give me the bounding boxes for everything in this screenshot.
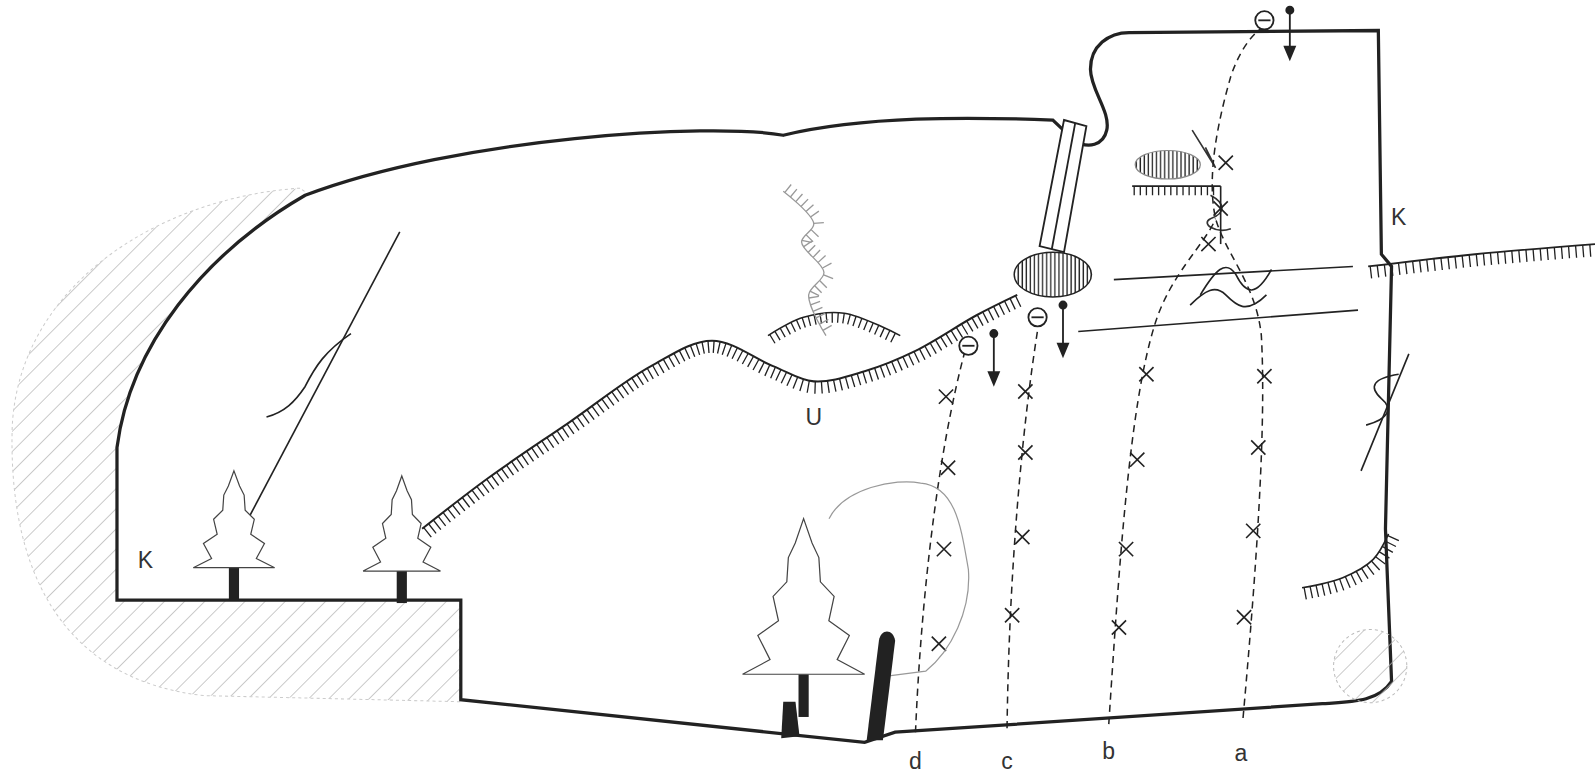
- x-mark: [1130, 453, 1144, 467]
- x-mark: [1119, 542, 1133, 556]
- trees: [193, 471, 864, 717]
- outcrop-outline: [117, 31, 1392, 743]
- trace-lines: [915, 26, 1264, 732]
- dip-arrow: [989, 7, 1295, 385]
- tree-crown: [193, 471, 274, 568]
- unit-label: K: [136, 548, 155, 573]
- dike: [1040, 120, 1087, 252]
- hachured-line: [1302, 534, 1388, 588]
- x-mark: [1237, 610, 1251, 624]
- hatched-area: [1334, 630, 1407, 703]
- x-mark: [1201, 237, 1215, 251]
- posts: [781, 632, 895, 741]
- x-mark: [1139, 367, 1153, 381]
- unit-label: U: [803, 404, 824, 429]
- x-mark: [1015, 530, 1029, 544]
- x-mark: [1112, 620, 1126, 634]
- x-mark: [937, 542, 951, 556]
- trace-label: b: [1100, 738, 1117, 763]
- x-mark: [1219, 156, 1233, 170]
- unit-label: K: [1389, 204, 1408, 229]
- x-mark: [939, 390, 953, 404]
- hachure-ticks: [770, 313, 896, 344]
- hachure-ticks: [785, 184, 833, 330]
- trace-label: c: [999, 748, 1015, 773]
- trace-label: d: [907, 748, 924, 773]
- striped-lens: [1014, 252, 1091, 297]
- x-mark: [1018, 384, 1032, 398]
- x-mark: [1257, 369, 1271, 383]
- boulder-outline: [829, 482, 969, 676]
- tree-trunk: [397, 571, 407, 603]
- tree-trunk: [799, 674, 809, 717]
- hachured-line: [1220, 186, 1222, 244]
- hachured-line: [422, 295, 1017, 529]
- tree-crown: [363, 476, 440, 571]
- trace-label: a: [1233, 740, 1250, 765]
- x-mark: [1251, 440, 1265, 454]
- x-marks: [932, 156, 1272, 651]
- bedding-lines: [247, 130, 1409, 521]
- x-mark: [1018, 445, 1032, 459]
- hachured-lines: [422, 184, 1595, 599]
- tree-trunk: [229, 568, 239, 600]
- x-mark: [932, 637, 946, 651]
- striped-lens: [1135, 151, 1200, 179]
- x-mark: [1246, 524, 1260, 538]
- hachured-line: [783, 191, 826, 335]
- x-mark: [1005, 608, 1019, 622]
- hachure-ticks: [1304, 536, 1399, 600]
- tree-crown: [743, 519, 865, 675]
- hachured-line: [768, 312, 900, 335]
- hachure-ticks: [1134, 186, 1213, 195]
- hachure-ticks: [1370, 244, 1591, 278]
- x-mark: [941, 461, 955, 475]
- hachure-ticks: [424, 296, 1021, 537]
